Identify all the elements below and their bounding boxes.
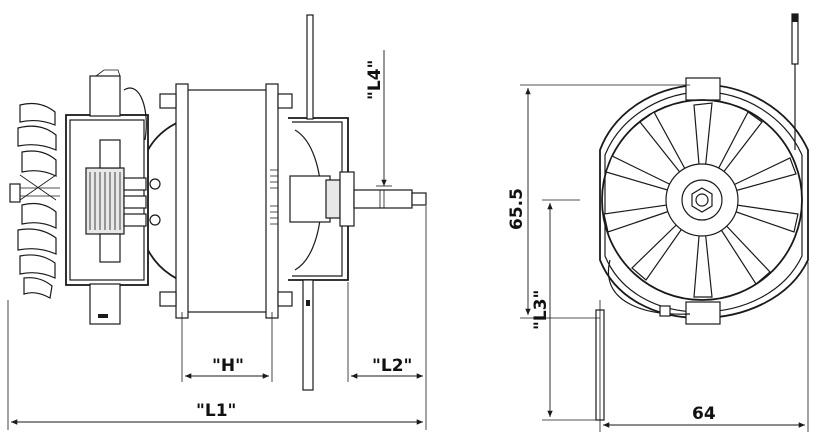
dim-L4: "L4" xyxy=(365,50,392,187)
stator-outline xyxy=(599,83,809,319)
right-bracket xyxy=(288,117,355,281)
brush-assembly xyxy=(85,139,161,263)
left-bracket xyxy=(65,69,149,325)
label-L1: "L1" xyxy=(196,401,236,421)
label-H: "H" xyxy=(212,356,244,376)
dim-height: 65.5 xyxy=(507,84,690,319)
label-L4: "L4" xyxy=(365,60,385,100)
dim-H: "H" xyxy=(181,312,273,382)
shaft-end xyxy=(695,193,709,207)
side-view: "L4" "H" "L2" "L1" xyxy=(7,14,427,430)
bottom-mount-tab xyxy=(685,301,721,325)
label-L2: "L2" xyxy=(372,356,412,376)
lead-wire xyxy=(302,14,314,391)
label-L3: "L3" xyxy=(531,290,551,330)
label-height: 65.5 xyxy=(507,188,527,230)
shaft xyxy=(353,189,427,209)
front-view: 65.5 "L3" 64 xyxy=(507,13,809,432)
fan-ring xyxy=(601,99,803,301)
dim-L3: "L3" xyxy=(531,199,600,421)
dim-L2: "L2" xyxy=(347,206,427,382)
fan-blades xyxy=(9,102,60,299)
stator-core xyxy=(159,83,293,319)
top-mount-tab xyxy=(685,77,721,101)
label-width: 64 xyxy=(692,404,716,424)
dim-L1: "L1" xyxy=(7,300,427,430)
dim-width: 64 xyxy=(599,262,809,432)
